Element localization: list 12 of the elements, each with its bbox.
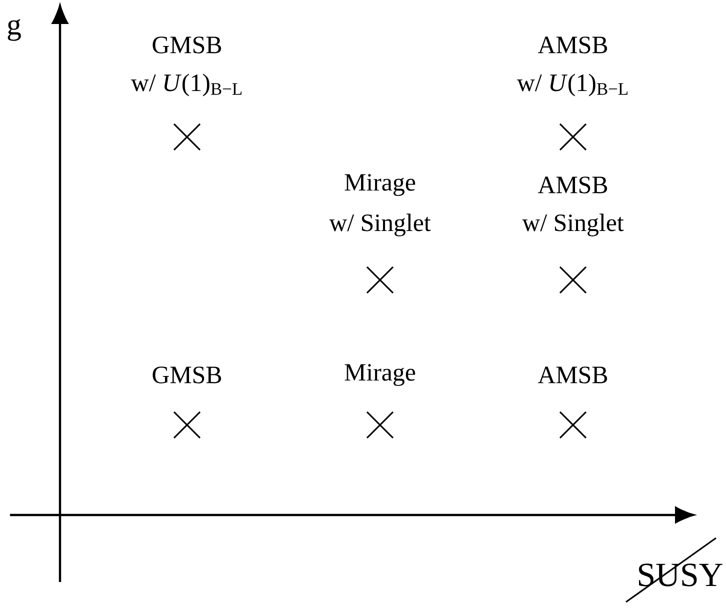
- point-label: AMSB: [538, 176, 608, 194]
- point-label: Mirage: [344, 364, 416, 386]
- point-label: AMSB: [538, 366, 608, 384]
- point-label: AMSB: [538, 36, 608, 54]
- point-label: w/ Singlet: [329, 214, 431, 236]
- point-label: GMSB: [152, 366, 222, 384]
- axis-label: g: [8, 19, 21, 41]
- point-label: Mirage: [344, 174, 416, 196]
- point-label: w/ U(1)$_{B−L}$: [130, 74, 242, 96]
- point-label: w/ Singlet: [522, 214, 624, 236]
- point-label: w/ U(1)$_{B−L}$: [516, 74, 628, 96]
- point-label: GMSB: [152, 36, 222, 54]
